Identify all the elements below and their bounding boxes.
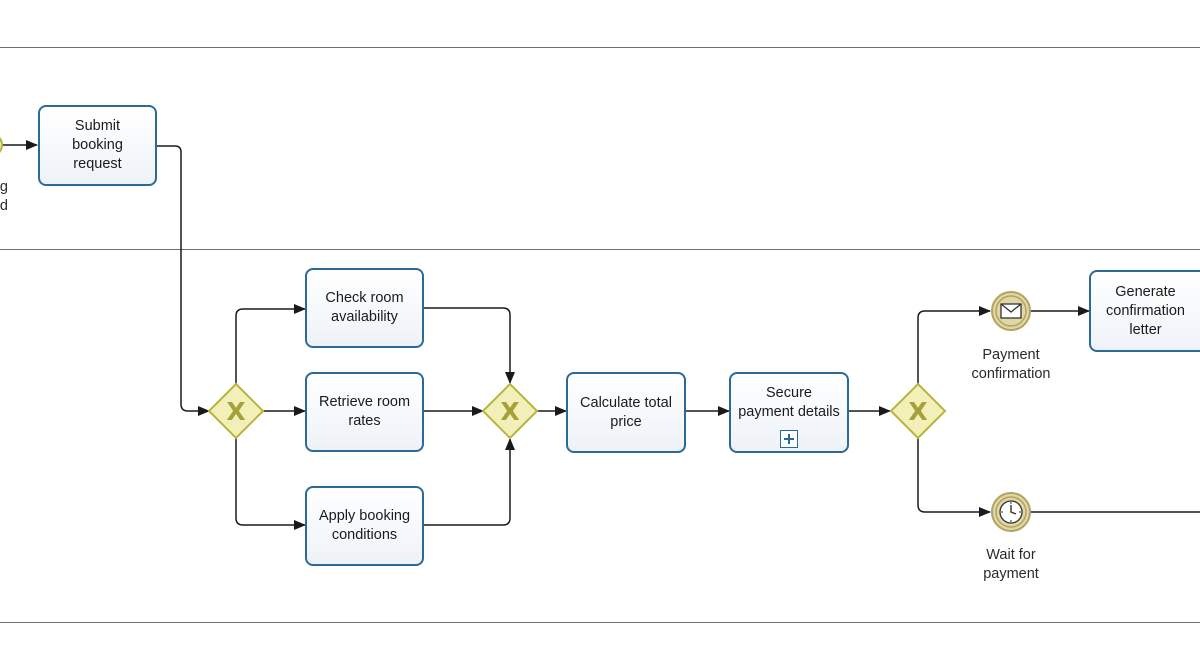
flow-split-to-apply [235, 438, 306, 530]
flow-check-to-join [423, 307, 515, 384]
flow-submit-to-split-gateway [156, 145, 210, 416]
wait-for-payment-label: Wait for payment [983, 547, 1039, 582]
plus-icon[interactable] [780, 430, 798, 448]
wait-for-payment-event [991, 492, 1031, 532]
join-gateway: X [481, 382, 539, 440]
pool-top-border [0, 47, 1200, 48]
payment-confirmation-event [991, 291, 1031, 331]
task-check-room-availability[interactable]: Check room availability [305, 268, 424, 348]
gateway-x-symbol: X [908, 397, 927, 426]
task-generate-confirmation-letter[interactable]: Generate confirmation letter [1089, 270, 1200, 352]
pool-bottom-border [0, 622, 1200, 623]
flow-apply-to-join [423, 438, 515, 526]
start-event [0, 137, 3, 153]
subprocess-label: Secure payment details [738, 385, 840, 420]
gateway-x-symbol: X [500, 397, 519, 426]
flow-split-to-check [235, 304, 306, 384]
gateway-x-symbol: X [226, 397, 245, 426]
split-gateway: X [207, 382, 265, 440]
task-calculate-total-price[interactable]: Calculate total price [566, 372, 686, 453]
start-event-label: g d [0, 179, 8, 214]
clock-icon [999, 500, 1023, 524]
flow-gateway-to-wait-for-payment [917, 438, 991, 517]
task-retrieve-room-rates[interactable]: Retrieve room rates [305, 372, 424, 452]
task-submit-booking-request[interactable]: Submit booking request [38, 105, 157, 186]
flow-gateway-to-payment-confirmation [917, 306, 991, 384]
event-gateway: X [889, 382, 947, 440]
subprocess-secure-payment-details[interactable]: Secure payment details [729, 372, 849, 453]
payment-confirmation-label: Payment confirmation [971, 347, 1051, 382]
envelope-icon [1000, 303, 1022, 319]
lane-divider [0, 249, 1200, 250]
task-apply-booking-conditions[interactable]: Apply booking conditions [305, 486, 424, 566]
